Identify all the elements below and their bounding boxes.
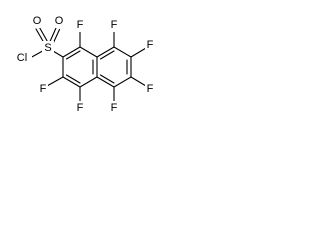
bond-c3-c4 — [62, 76, 81, 88]
bond-c6-f — [130, 76, 147, 87]
bond-c8a-c8 — [96, 46, 115, 58]
oxygen-left-label: O — [33, 15, 42, 27]
bond-c8-c7 — [113, 46, 132, 58]
oxygen-right-label: O — [55, 15, 64, 27]
fluorine-1-label: F — [77, 19, 84, 31]
bond-c1-c2 — [62, 46, 81, 58]
atom-fluorine-8: F — [109, 18, 119, 32]
bond-c3-f — [46, 76, 64, 87]
atom-fluorine-4: F — [75, 101, 85, 115]
bond-c5-c4a-inner — [99, 74, 115, 84]
atom-fluorine-1: F — [75, 18, 85, 32]
atom-oxygen-left: O — [31, 14, 43, 28]
atom-fluorine-7: F — [145, 38, 155, 52]
atom-fluorine-3: F — [38, 82, 48, 96]
pentafluoronaphthalene-sulfonyl-chloride-structure: Cl S O O F F F F — [14, 14, 155, 115]
bond-c8a-c1 — [79, 46, 98, 58]
bond-c5-c4a — [96, 76, 115, 88]
atom-fluorine-5: F — [109, 101, 119, 115]
fluorine-8-label: F — [111, 19, 118, 31]
bond-c7-f — [130, 47, 147, 58]
fluorine-6-label: F — [147, 83, 154, 95]
fluorine-5-label: F — [111, 102, 118, 114]
fluorine-4-label: F — [77, 102, 84, 114]
bond-c4-c4a — [79, 76, 98, 88]
fluorine-7-label: F — [147, 39, 154, 51]
bond-c8a-c8-inner — [99, 50, 115, 60]
bond-c1-c2-inner — [65, 50, 81, 60]
atom-labels: Cl S O O F F F F — [14, 14, 155, 115]
atom-fluorine-6: F — [145, 82, 155, 96]
bond-c6-c5 — [113, 76, 132, 88]
atom-chlorine: Cl — [14, 51, 32, 65]
sulfur-label: S — [44, 42, 51, 54]
atom-sulfur: S — [42, 41, 54, 55]
bond-c3-c4-inner — [65, 74, 81, 84]
bond-lines — [29, 26, 147, 103]
chlorine-label: Cl — [17, 52, 27, 64]
fluorine-3-label: F — [40, 83, 47, 95]
atom-oxygen-right: O — [53, 14, 65, 28]
